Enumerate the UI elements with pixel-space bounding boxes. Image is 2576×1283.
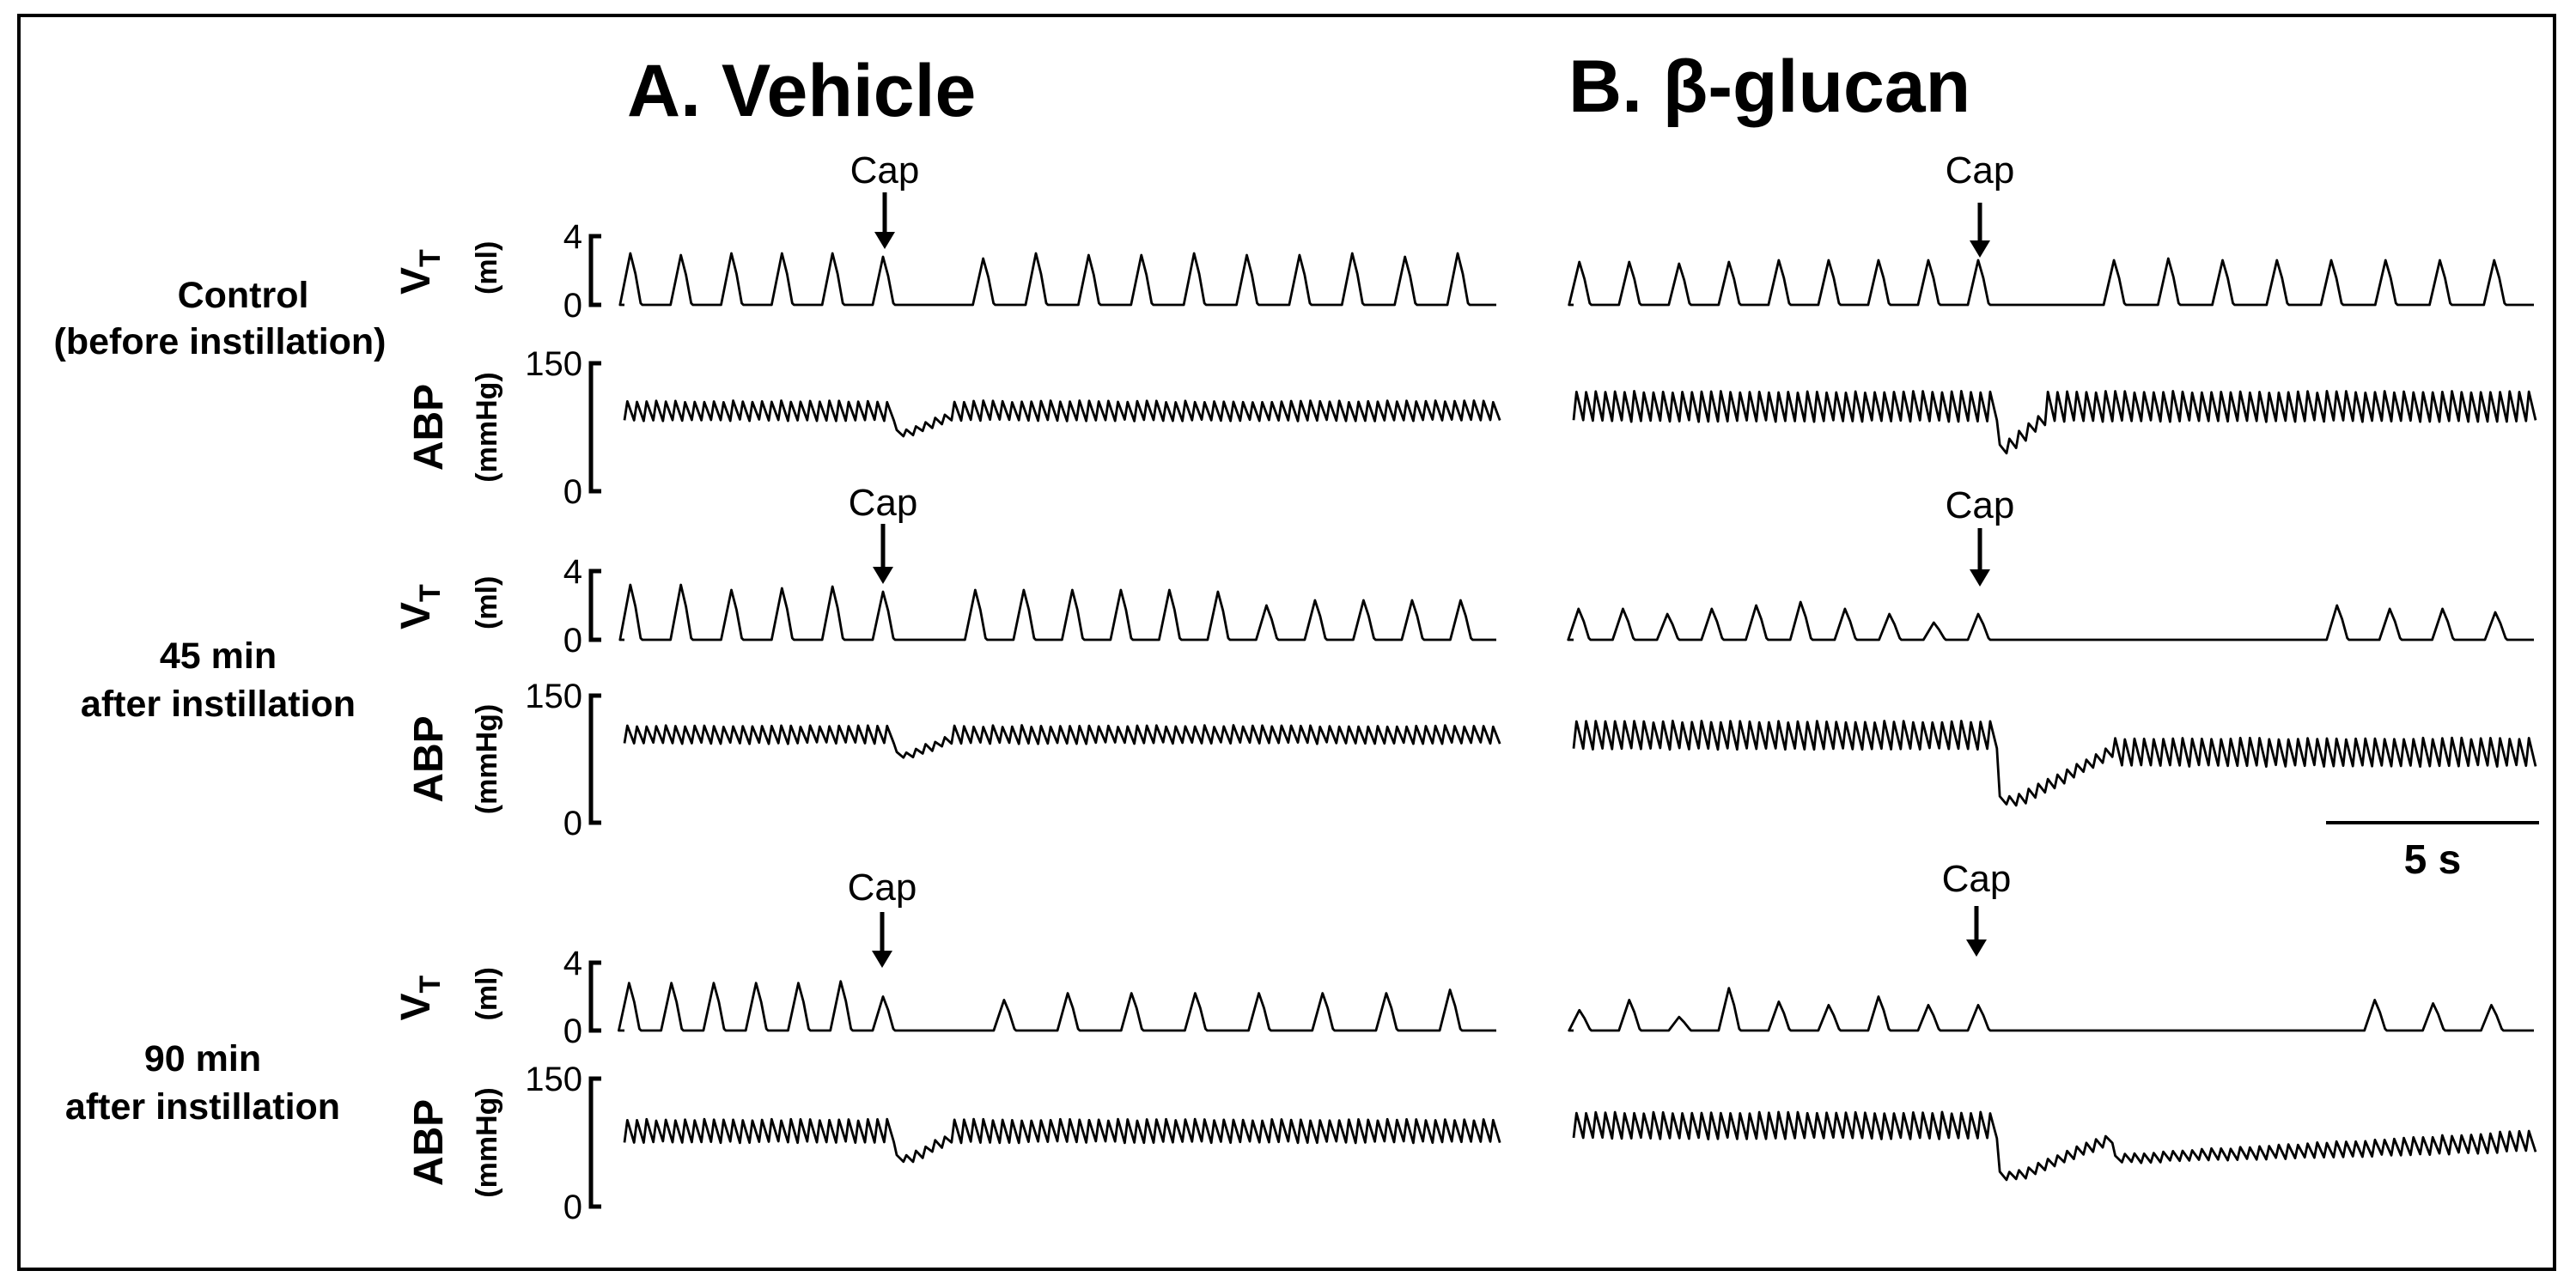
condition-90min-line1: 90 min: [144, 1038, 261, 1079]
trace-group-vehicle-2: [617, 980, 1501, 1164]
vt-tick-bottom: 0: [563, 287, 582, 325]
cap-marker-vehicle-1: Cap: [849, 482, 918, 584]
vt-label-main: V: [393, 602, 439, 629]
abp-tick-bottom: 0: [563, 473, 582, 511]
vt-unit: (ml): [471, 576, 503, 629]
panel-title-beta-glucan: B. β-glucan: [1568, 46, 1970, 128]
cap-label: Cap: [850, 149, 920, 192]
abp-trace-beta-glucan-0: [1572, 389, 2537, 455]
vt-label: VT: [393, 584, 447, 629]
vt-tick-bottom: 0: [563, 622, 582, 660]
trace-group-beta-glucan-2: [1568, 987, 2537, 1182]
condition-label-45min: 45 min after instillation: [81, 635, 356, 725]
trace-group-vehicle-0: [618, 252, 1501, 438]
cap-marker-vehicle-0: Cap: [850, 149, 920, 249]
condition-label-90min: 90 min after instillation: [65, 1038, 340, 1128]
vt-unit: (ml): [471, 241, 503, 295]
figure-border: [17, 14, 2556, 1271]
abp-tick-top: 150: [525, 678, 582, 715]
down-arrow-icon: [872, 951, 892, 968]
vt-axis: [588, 960, 601, 1033]
vt-tick-top: 4: [563, 218, 582, 256]
down-arrow-icon: [1970, 240, 1990, 258]
trace-group-vehicle-1: [618, 583, 1501, 759]
vt-axis: [588, 234, 601, 307]
vt-axis: [588, 569, 601, 642]
vt-label-sub: T: [414, 249, 447, 267]
vt-tick-top: 4: [563, 945, 582, 982]
trace-group-beta-glucan-1: [1567, 600, 2537, 807]
abp-unit: (mmHg): [471, 1087, 503, 1197]
abp-tick-top: 150: [525, 1061, 582, 1098]
cap-marker-beta-glucan-1: Cap: [1946, 484, 2015, 587]
trace-group-beta-glucan-0: [1568, 257, 2537, 455]
cap-label: Cap: [1946, 149, 2015, 192]
condition-control-line2: (before instillation): [54, 321, 387, 362]
vt-trace-vehicle-1: [618, 583, 1496, 642]
vt-trace-vehicle-0: [618, 252, 1496, 307]
down-arrow-icon: [1966, 939, 1987, 957]
cap-label: Cap: [1942, 858, 2012, 900]
vt-unit: (ml): [471, 967, 503, 1020]
condition-45min-line2: after instillation: [81, 684, 356, 725]
abp-trace-beta-glucan-1: [1572, 720, 2537, 807]
vt-label-main: V: [393, 267, 439, 295]
vt-label-main: V: [393, 993, 439, 1020]
cap-label: Cap: [1946, 484, 2015, 526]
down-arrow-icon: [874, 232, 895, 249]
axes-layer: 40VT(ml)1500ABP(mmHg)40VT(ml)1500ABP(mmH…: [393, 218, 601, 1226]
abp-unit: (mmHg): [471, 372, 503, 482]
scale-bar-label: 5 s: [2404, 837, 2462, 883]
vt-label-sub: T: [414, 584, 447, 602]
vt-label-sub: T: [414, 975, 447, 993]
abp-label: ABP: [406, 384, 452, 471]
vt-label: VT: [393, 975, 447, 1020]
condition-90min-line2: after instillation: [65, 1086, 340, 1128]
condition-label-control: Control (before instillation): [54, 275, 387, 362]
vt-label: VT: [393, 249, 447, 295]
abp-trace-vehicle-2: [623, 1117, 1501, 1164]
panel-title-vehicle: A. Vehicle: [627, 50, 976, 132]
abp-tick-top: 150: [525, 345, 582, 383]
vt-tick-bottom: 0: [563, 1012, 582, 1050]
down-arrow-icon: [873, 567, 893, 584]
cap-label: Cap: [849, 482, 918, 524]
abp-trace-beta-glucan-2: [1572, 1110, 2537, 1182]
vt-trace-beta-glucan-0: [1568, 257, 2534, 307]
scale-bar: 5 s: [2326, 821, 2539, 883]
abp-trace-vehicle-1: [623, 724, 1501, 759]
cap-label: Cap: [848, 866, 917, 909]
vt-tick-top: 4: [563, 553, 582, 591]
down-arrow-icon: [1970, 569, 1990, 587]
abp-axis: [588, 693, 601, 825]
cap-marker-beta-glucan-0: Cap: [1946, 149, 2015, 258]
vt-trace-vehicle-2: [617, 980, 1496, 1032]
abp-label: ABP: [406, 715, 452, 802]
traces-layer: [617, 252, 2537, 1182]
condition-45min-line1: 45 min: [160, 635, 277, 677]
abp-trace-vehicle-0: [623, 399, 1501, 438]
abp-axis: [588, 1076, 601, 1209]
abp-unit: (mmHg): [471, 704, 503, 814]
condition-control-line1: Control: [178, 275, 309, 316]
abp-axis: [588, 361, 601, 494]
abp-label: ABP: [406, 1099, 452, 1186]
abp-tick-bottom: 0: [563, 1189, 582, 1226]
abp-tick-bottom: 0: [563, 805, 582, 842]
vt-trace-beta-glucan-1: [1567, 600, 2534, 642]
cap-marker-vehicle-2: Cap: [848, 866, 917, 968]
cap-marker-beta-glucan-2: Cap: [1942, 858, 2012, 957]
vt-trace-beta-glucan-2: [1568, 987, 2534, 1032]
